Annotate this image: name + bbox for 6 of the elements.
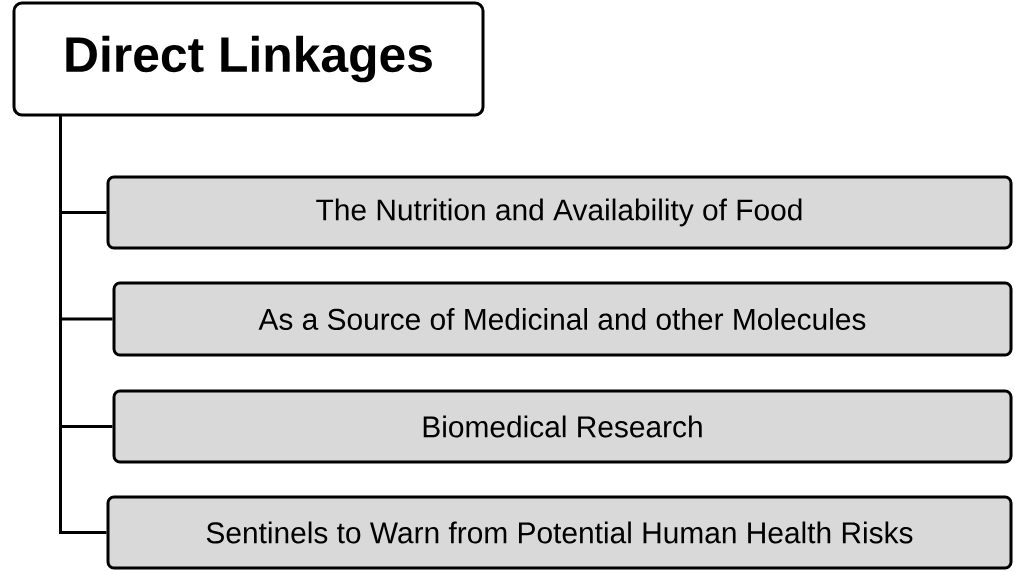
topic-box: Sentinels to Warn from Potential Human Health Risks — [106, 495, 1013, 570]
topic-box: The Nutrition and Availability of Food — [106, 175, 1013, 250]
connector-line — [59, 116, 107, 534]
topic-box: As a Source of Medicinal and other Molecules — [112, 281, 1013, 357]
title-box: Direct Linkages — [12, 1, 485, 117]
topic-box: Biomedical Research — [112, 389, 1013, 464]
